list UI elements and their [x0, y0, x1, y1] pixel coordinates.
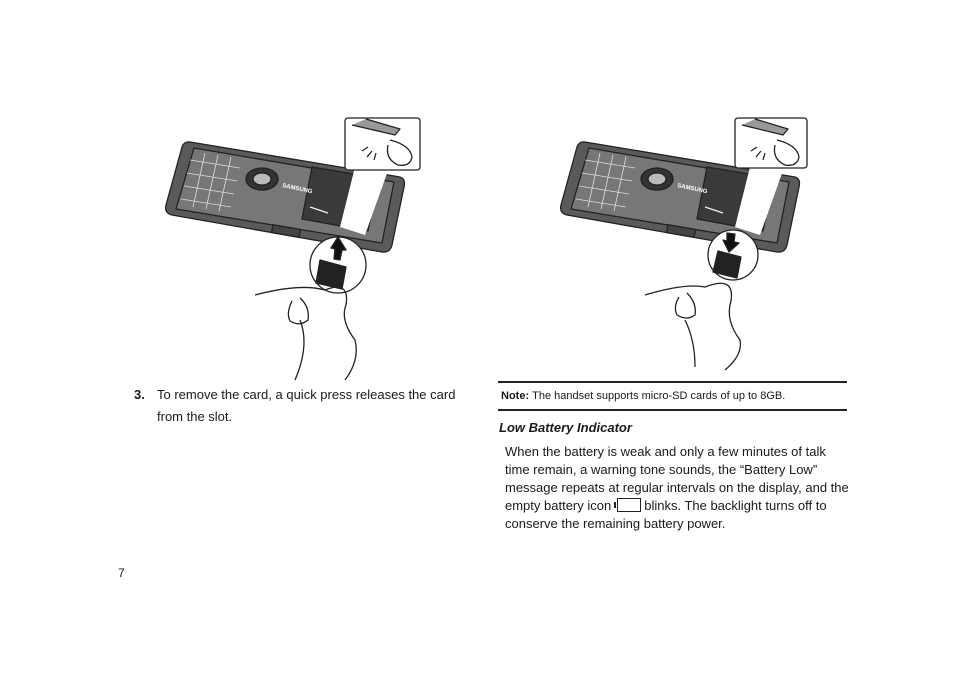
page-number: 7	[118, 566, 125, 580]
svg-text:SD: SD	[721, 260, 734, 271]
section-body: When the battery is weak and only a few …	[505, 443, 850, 533]
step-text: To remove the card, a quick press releas…	[157, 387, 456, 424]
step-number: 3.	[134, 387, 145, 402]
phone-card-removal-illustration: SD SAMSUNG	[164, 117, 421, 380]
note-divider-top	[498, 381, 847, 383]
section-heading: Low Battery Indicator	[499, 420, 632, 435]
note-text: The handset supports micro-SD cards of u…	[532, 390, 786, 402]
phone-card-inserted-illustration: SD SAMSUNG	[559, 117, 808, 371]
empty-battery-icon	[614, 498, 642, 512]
body-text-part1: When the battery is weak and only a few …	[505, 444, 849, 513]
note-box: Note: The handset supports micro-SD card…	[501, 389, 846, 403]
body-text-part2: blinks. The backlight turns off to conse…	[505, 498, 827, 531]
note-divider-bottom	[498, 409, 847, 411]
note-label: Note:	[501, 390, 533, 402]
svg-text:SD: SD	[325, 270, 338, 281]
